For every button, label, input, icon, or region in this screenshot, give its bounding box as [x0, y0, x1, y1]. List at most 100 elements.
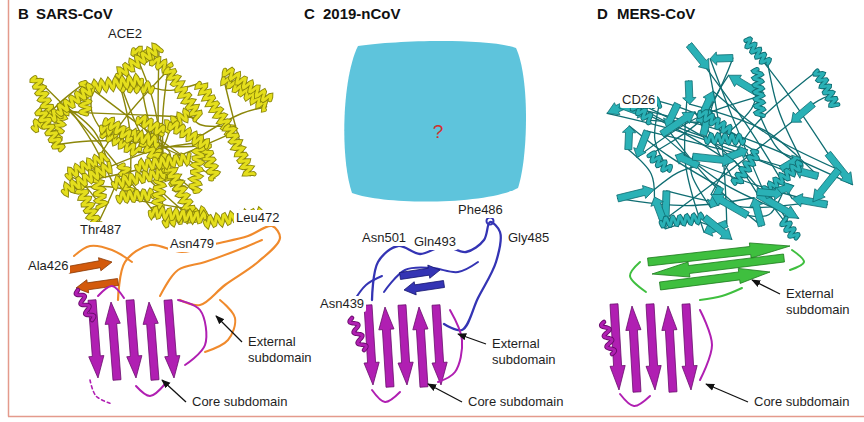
helix	[63, 163, 110, 194]
helix	[170, 123, 208, 147]
residue-label: Leu472	[234, 210, 281, 226]
helix	[165, 69, 200, 120]
loop	[661, 122, 792, 222]
leader-arrow	[216, 316, 242, 342]
residue-label: Gln493	[412, 234, 458, 250]
helix	[782, 218, 799, 238]
helix	[661, 214, 702, 226]
loop	[662, 134, 799, 218]
panel-letter: D	[597, 5, 608, 23]
residue-label: Ala426	[26, 258, 70, 274]
leader-arrow	[162, 380, 186, 402]
receptor-shape	[344, 41, 526, 202]
mers-cov-complex	[601, 39, 852, 406]
helix	[165, 69, 200, 120]
helix	[746, 39, 770, 64]
beta-strand	[659, 268, 770, 290]
loop	[438, 310, 462, 382]
residue-label: Phe486	[456, 202, 505, 218]
helix	[63, 163, 110, 194]
helix	[58, 85, 92, 115]
subdomain-label: Core subdomain	[190, 394, 289, 410]
helix	[137, 117, 163, 133]
loop	[666, 191, 812, 208]
beta-strand	[379, 307, 394, 387]
beta-strand	[126, 300, 142, 378]
loop	[790, 250, 804, 270]
beta-strand	[105, 302, 121, 380]
beta-strand	[432, 305, 447, 385]
loop	[630, 262, 646, 292]
panel-title: MERS-CoV	[617, 5, 695, 23]
helix	[76, 290, 94, 320]
beta-strand	[813, 168, 841, 202]
leader-arrow	[752, 280, 780, 294]
beta-strand	[692, 153, 735, 166]
loop	[205, 300, 235, 352]
beta-strand	[756, 187, 782, 200]
helix	[225, 126, 254, 175]
helix	[699, 112, 730, 133]
subdomain-label: Core subdomain	[752, 394, 851, 410]
helix	[90, 76, 142, 91]
leader-arrow	[706, 384, 748, 402]
beta-strand	[711, 194, 749, 218]
helix	[224, 69, 271, 100]
helix	[706, 135, 744, 144]
helix	[37, 110, 63, 150]
beta-strand	[626, 306, 641, 392]
beta-strand	[750, 198, 765, 227]
helix	[649, 153, 671, 171]
leader-arrow	[458, 334, 486, 344]
helix	[699, 112, 730, 133]
beta-strand	[683, 81, 696, 104]
loop	[620, 105, 852, 185]
beta-strand	[398, 305, 413, 385]
beta-strand	[686, 43, 709, 70]
helix	[136, 154, 189, 170]
helix	[733, 151, 757, 184]
helix	[601, 322, 614, 354]
loop	[700, 288, 742, 300]
helix	[105, 119, 132, 141]
helix	[661, 214, 702, 226]
helix	[90, 76, 142, 91]
beta-strand	[682, 304, 697, 390]
panel-title: 2019-nCoV	[323, 5, 401, 23]
helix	[649, 153, 671, 171]
beta-strand	[634, 130, 651, 158]
helix	[150, 208, 205, 221]
subdomain-label: Core subdomain	[466, 394, 565, 410]
helix	[782, 218, 799, 238]
residue-label: Asn439	[318, 296, 366, 312]
panel-letter: B	[18, 5, 29, 23]
beta-strand	[662, 306, 677, 392]
panel-letter: C	[304, 5, 315, 23]
helix	[58, 85, 92, 115]
loop	[372, 390, 400, 402]
helix	[224, 69, 271, 100]
beta-strand	[399, 265, 440, 279]
beta-strand	[617, 186, 655, 202]
beta-strand	[164, 300, 180, 378]
helix	[37, 110, 63, 150]
residue-label: Asn501	[360, 230, 408, 246]
helix	[137, 117, 163, 133]
helix	[117, 45, 161, 78]
helix	[76, 290, 94, 320]
side-chain	[487, 218, 494, 225]
helix	[117, 45, 161, 78]
subdomain-label: External subdomain	[246, 334, 322, 365]
helix	[815, 71, 838, 106]
loop	[98, 286, 124, 298]
helix	[733, 151, 757, 184]
beta-strand	[413, 307, 428, 387]
helix	[706, 135, 744, 144]
helix	[150, 208, 205, 221]
residue-label: Asn479	[168, 236, 216, 252]
loop	[700, 310, 712, 380]
loop	[607, 113, 781, 169]
subdomain-label: External subdomain	[490, 336, 566, 367]
loop	[620, 394, 650, 406]
